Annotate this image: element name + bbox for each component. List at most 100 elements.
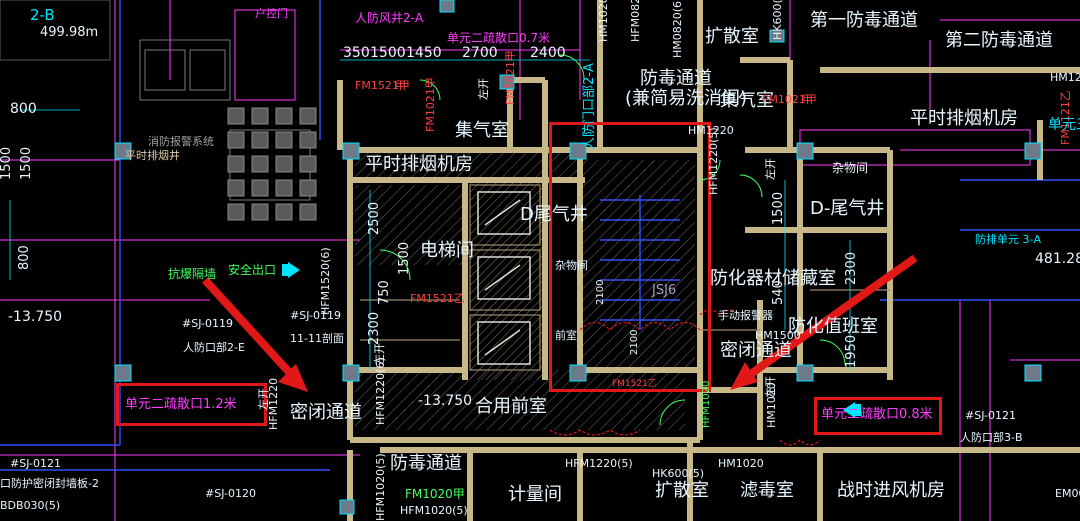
room-label: 扩散室 (655, 480, 709, 501)
dimension: 2700 (462, 45, 498, 61)
callout-box-left (116, 383, 267, 426)
annotation: 左开 (257, 388, 270, 410)
dimension: 1500 (771, 191, 786, 225)
annotation: 消防报警系统 (148, 135, 214, 148)
dimension: 1500 (397, 241, 412, 275)
callout-exit-left: 单元二疏散口1.2米 (125, 397, 237, 412)
annotation: #SJ-0121 (10, 457, 62, 470)
annotation: 安全出口 (228, 263, 277, 277)
annotation: HM1500 (755, 329, 801, 342)
annotation: 481.28 (1035, 251, 1080, 267)
callout-exit-right: 单元二疏散口0.8米 (821, 407, 933, 422)
annotation: 防排单元 3-A (975, 233, 1041, 246)
exit-arrow-icon (843, 402, 855, 418)
room-label: 防化值班室 (788, 316, 878, 337)
room-label: 防毒通道 (390, 453, 462, 474)
annotation: 人防口部3-B (960, 431, 1023, 444)
annotation: 口防护密闭封墙板-2 (0, 477, 99, 490)
annotation: 左开 (764, 158, 777, 180)
annotation: #SJ-0119 (290, 309, 342, 322)
room-label: 计量间 (508, 484, 562, 505)
annotation: 户控门 (255, 7, 288, 20)
annotation: HFM1220(6) (374, 357, 387, 425)
room-label: 杂物间 (832, 161, 869, 175)
dimension: 2300 (367, 311, 382, 345)
room-label: 战时进风机房 (837, 480, 945, 501)
room-label: 第一防毒通道 (810, 10, 918, 31)
room-label: 平时排烟机房 (365, 154, 473, 175)
annotation: 左开 (373, 343, 386, 365)
annotation: 2-B (30, 6, 55, 24)
dimension: 2100 (595, 279, 606, 305)
annotation: FM1020甲 (405, 487, 465, 501)
dimension: 800 (17, 245, 32, 270)
dimension: 1950 (844, 334, 859, 368)
room-label: 第二防毒通道 (945, 30, 1053, 51)
elevation: -13.750 (418, 393, 473, 409)
room-label: (兼简易洗消间) (625, 88, 748, 109)
room-label: 集气室 (455, 120, 509, 141)
dimension: 750 (377, 280, 392, 305)
annotation: FM1021甲 (424, 77, 437, 132)
annotation: BDB030(5) (0, 499, 61, 512)
annotation: 人防口部2-E (183, 341, 245, 354)
annotation: EM00 (1055, 487, 1080, 500)
annotation: FM1521乙 (410, 292, 465, 305)
annotation: 499.98m (40, 25, 99, 40)
dimension: 2300 (844, 251, 859, 285)
dimension: 540 (771, 280, 786, 305)
callout-box-right (814, 397, 942, 435)
annotation: HM1020 (597, 0, 610, 42)
annotation: HFM1020(5) (374, 453, 387, 521)
annotation: HM1220 (1050, 71, 1080, 84)
annotation: 平时排烟井 (125, 149, 180, 162)
annotation: JSJ6 (652, 283, 677, 298)
dimension: 2100 (629, 329, 640, 355)
dimension: 350 (343, 45, 370, 61)
annotation: FM1021甲 (762, 93, 817, 106)
dimension: 1500 (370, 45, 406, 61)
annotation: 手动报警器 (718, 309, 773, 322)
annotation: HM0820(6) (671, 0, 684, 58)
room-label: 防毒通道 (640, 68, 712, 89)
room-label: 扩散室 (705, 26, 759, 47)
room-label: D尾气井 (520, 204, 588, 225)
dimension: 1450 (406, 45, 442, 61)
annotation: HFM1520(6) (319, 247, 332, 315)
room-label: 密闭通道 (290, 402, 362, 423)
annotation: FM1521乙 (612, 379, 657, 389)
room-label: 密闭通道 (720, 340, 792, 361)
annotation: HM1220 (688, 124, 734, 137)
annotation: 前室 (555, 329, 577, 342)
annotation: HFM1020(5) (400, 504, 468, 517)
annotation: 左开 (477, 78, 490, 100)
dimension: 1500 (19, 146, 34, 180)
exit-arrow-icon (288, 262, 300, 278)
annotation: HFM1020 (701, 380, 712, 428)
annotation: #SJ-0121 (965, 409, 1017, 422)
annotation: 单元二疏散口0.7米 (447, 31, 551, 45)
annotation: 抗爆隔墙 (168, 267, 217, 281)
room-label: 滤毒室 (740, 480, 794, 501)
highlight-stair-core (549, 122, 711, 392)
dimension: 2500 (367, 201, 382, 235)
annotation: 人防风井2-A (355, 11, 424, 25)
room-label: 电梯间 (420, 240, 474, 261)
annotation: FM1521甲 (355, 79, 410, 92)
annotation: HK600(5) (652, 467, 705, 480)
annotation: #SJ-0120 (205, 487, 257, 500)
room-label: 平时排烟机房 (910, 108, 1018, 129)
room-label: 防化器材储藏室 (710, 268, 836, 289)
dimension: 1500 (0, 146, 14, 180)
annotation: HFM0820(6) (629, 0, 642, 42)
room-label: 集气室 (720, 90, 774, 111)
annotation: 人防门口部2-A (582, 63, 597, 150)
annotation: HK600(5) (771, 0, 784, 40)
dimension: 800 (10, 101, 37, 117)
annotation: 甲 (802, 93, 813, 106)
annotation: #SJ-0119 (182, 317, 234, 330)
annotation: HM1020 (718, 457, 764, 470)
room-label: 合用前室 (475, 396, 547, 417)
